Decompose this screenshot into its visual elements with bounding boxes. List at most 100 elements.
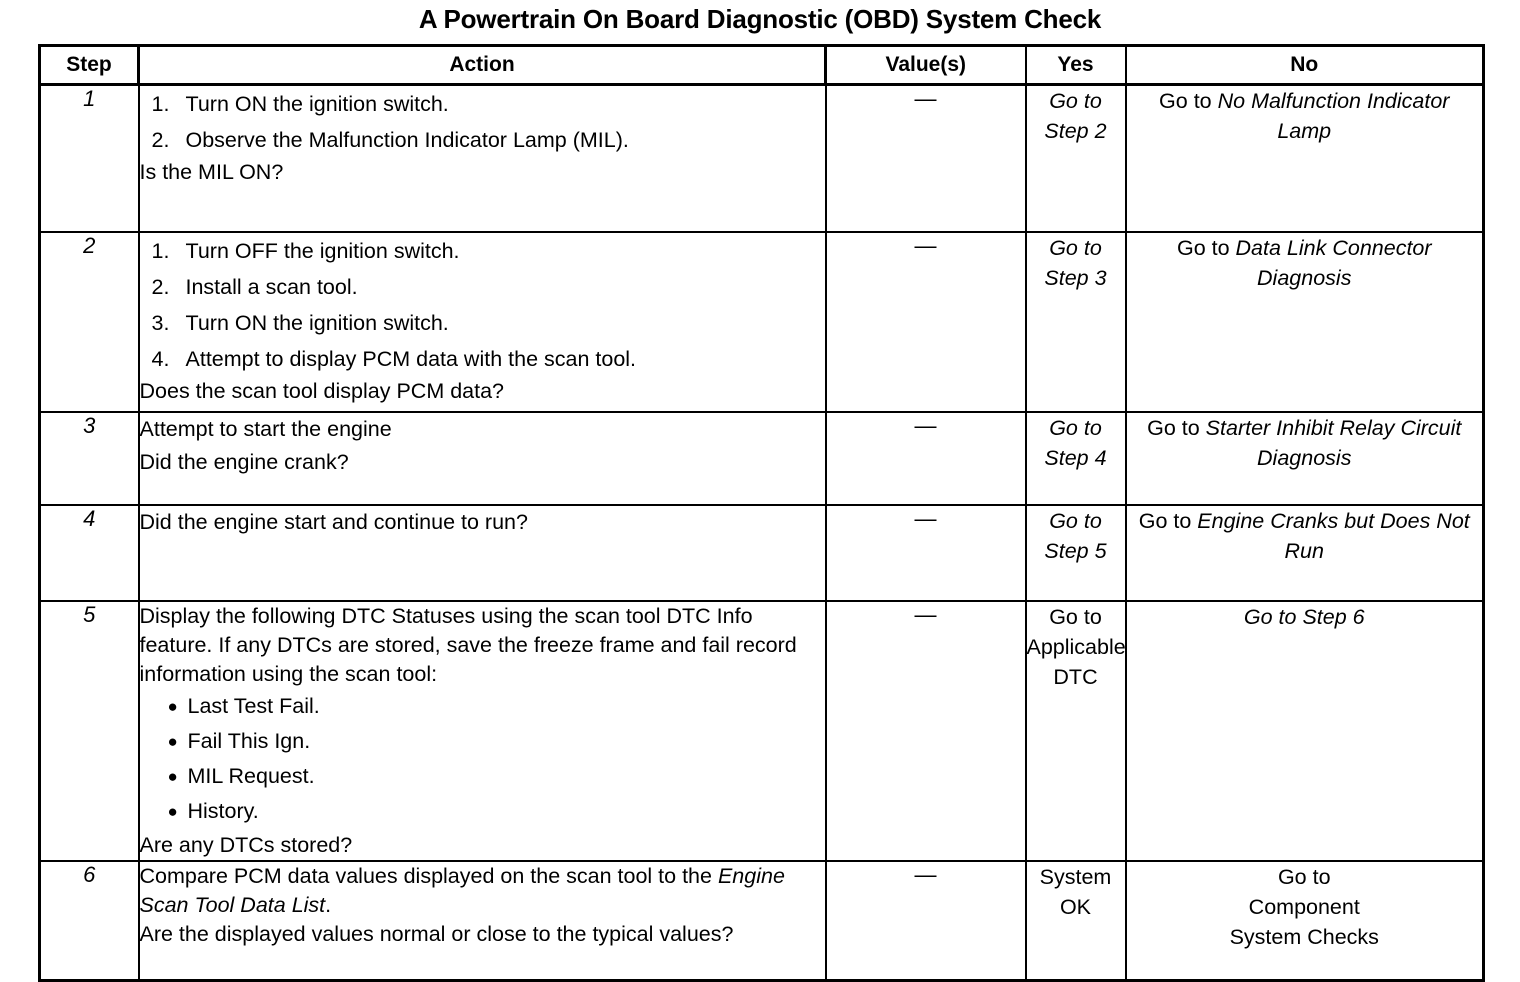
em-dash: — — [914, 412, 937, 438]
yes-result-text: Go to Step 4 — [1044, 415, 1107, 470]
no-result-reference: Go to No Malfunction Indicator Lamp — [1127, 86, 1483, 146]
step-marker: 3. — [151, 310, 170, 335]
yes-result-cell: Go to Step 4 — [1024, 410, 1127, 506]
action-question: Is the MIL ON? — [139, 160, 284, 184]
step-marker: 2. — [151, 128, 170, 152]
step-marker: 4. — [151, 346, 170, 371]
action-intro-text: Display the following DTC Statuses using… — [139, 603, 797, 686]
step-marker: 1. — [151, 92, 170, 116]
referenced-procedure-name: Data Link Connector Diagnosis — [1235, 235, 1432, 290]
em-dash: — — [914, 505, 937, 531]
goto-prefix: Go to — [1176, 235, 1236, 260]
numbered-step-item: 3.Turn ON the ignition switch. — [140, 305, 825, 341]
referenced-document-name: Engine Scan Tool Data List — [139, 863, 785, 917]
yes-result-text: Go to Step 3 — [1044, 235, 1107, 290]
action-line: Attempt to start the engine — [139, 416, 392, 441]
action-cell: 1.Turn ON the ignition switch.2.Observe … — [137, 83, 827, 233]
step-number-cell: 3 — [38, 410, 140, 506]
no-result-cell: Go to Starter Inhibit Relay Circuit Diag… — [1124, 410, 1485, 506]
referenced-procedure-name: Starter Inhibit Relay Circuit Diagnosis — [1205, 415, 1462, 470]
no-result-cell: Go to Engine Cranks but Does Not Run — [1124, 503, 1485, 602]
value-cell: — — [824, 503, 1027, 602]
no-result-cell: Go to No Malfunction Indicator Lamp — [1124, 83, 1485, 233]
value-cell: — — [824, 859, 1027, 982]
yes-result-text: Go to Step 2 — [1044, 89, 1107, 143]
numbered-step-item: 4.Attempt to display PCM data with the s… — [140, 341, 825, 377]
yes-result-text: Applicable DTC — [1026, 634, 1126, 689]
page-title: A Powertrain On Board Diagnostic (OBD) S… — [418, 4, 1102, 34]
goto-prefix: Go to — [1159, 89, 1218, 113]
bullet-item: ●MIL Request. — [140, 759, 825, 794]
bullet-item: ●Last Test Fail. — [140, 689, 825, 724]
bullet-item: ●Fail This Ign. — [140, 724, 825, 759]
no-result-text: System Checks — [1229, 924, 1379, 949]
numbered-step-item: 2.Observe the Malfunction Indicator Lamp… — [140, 122, 825, 158]
no-result-cell: Go to Data Link Connector Diagnosis — [1124, 230, 1485, 413]
action-cell: Display the following DTC Statuses using… — [137, 599, 827, 862]
yes-result-cell: System OK — [1024, 859, 1127, 982]
value-cell: — — [824, 410, 1027, 506]
no-result-text: Component — [1248, 894, 1360, 919]
bullet-item: ●History. — [140, 794, 825, 829]
bullet-icon: ● — [167, 731, 178, 751]
yes-result-cell: Go to Applicable DTC — [1024, 599, 1127, 862]
column-header-no: No — [1124, 44, 1485, 86]
action-line: Did the engine crank? — [139, 449, 349, 474]
yes-result-text: Go to — [1049, 604, 1102, 629]
table-header-row: Step Action Value(s) Yes No — [38, 44, 1485, 86]
value-cell: — — [824, 599, 1027, 862]
bullet-icon: ● — [167, 696, 178, 716]
column-header-yes: Yes — [1024, 44, 1127, 86]
step-marker: 1. — [151, 238, 170, 263]
value-cell: — — [824, 230, 1027, 413]
numbered-step-item: 2.Install a scan tool. — [140, 269, 825, 305]
step-number-cell: 4 — [38, 503, 140, 602]
bullet-icon: ● — [167, 766, 178, 786]
numbered-step-item: 1.Turn OFF the ignition switch. — [140, 233, 825, 269]
action-question: Are any DTCs stored? — [139, 832, 353, 857]
action-question: Does the scan tool display PCM data? — [139, 378, 505, 403]
goto-prefix: Go to — [1147, 415, 1206, 440]
dtc-status-bullet-list: ●Last Test Fail.●Fail This Ign.●MIL Requ… — [140, 689, 825, 829]
step-number-cell: 6 — [38, 859, 140, 982]
no-result-text: Go to — [1277, 864, 1331, 889]
no-result-reference: Go to Starter Inhibit Relay Circuit Diag… — [1127, 413, 1483, 473]
column-header-values: Value(s) — [824, 44, 1027, 86]
yes-result-text: Go to Step 5 — [1044, 508, 1107, 563]
numbered-step-item: 1.Turn ON the ignition switch. — [140, 86, 825, 122]
step-number-cell: 2 — [38, 230, 140, 413]
action-sentence: Compare PCM data values displayed on the… — [139, 863, 785, 917]
yes-result-cell: Go to Step 3 — [1024, 230, 1127, 413]
action-cell: Compare PCM data values displayed on the… — [137, 859, 827, 982]
action-line: Did the engine start and continue to run… — [139, 509, 528, 534]
referenced-procedure-name: No Malfunction Indicator Lamp — [1217, 89, 1450, 143]
action-cell: Did the engine start and continue to run… — [137, 503, 827, 602]
step-marker: 2. — [151, 274, 170, 299]
em-dash: — — [914, 232, 937, 258]
step-number-cell: 5 — [38, 599, 140, 862]
no-result-cell: Go to Step 6 — [1124, 599, 1485, 862]
no-result-reference: Go to Data Link Connector Diagnosis — [1127, 233, 1483, 293]
goto-prefix: Go to — [1138, 508, 1198, 533]
referenced-procedure-name: Engine Cranks but Does Not Run — [1197, 508, 1470, 563]
no-result-text: Go to Step 6 — [1243, 604, 1365, 629]
yes-result-cell: Go to Step 5 — [1024, 503, 1127, 602]
value-cell: — — [824, 83, 1027, 233]
bullet-icon: ● — [167, 801, 178, 821]
em-dash: — — [914, 861, 937, 887]
column-header-step: Step — [38, 44, 140, 86]
yes-result-cell: Go to Step 2 — [1024, 83, 1127, 233]
action-cell: 1.Turn OFF the ignition switch.2.Install… — [137, 230, 827, 413]
